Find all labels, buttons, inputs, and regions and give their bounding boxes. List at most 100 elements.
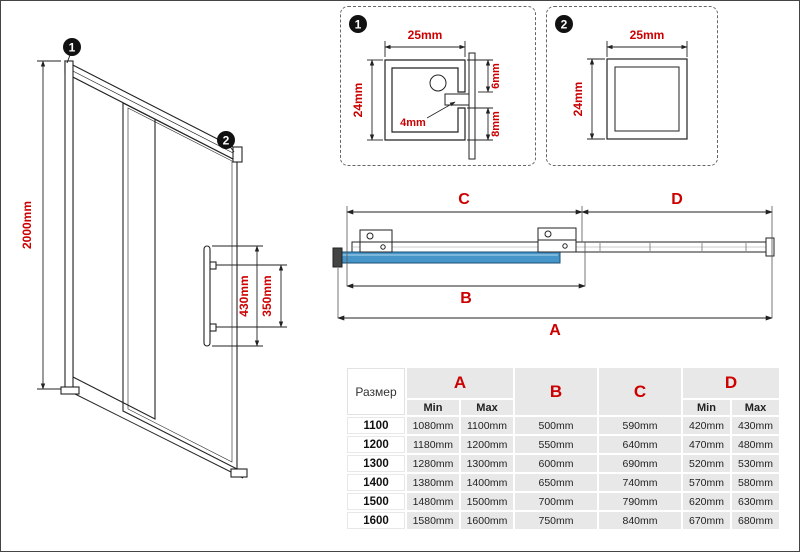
detail1-height-label: 24mm xyxy=(351,83,365,118)
table-header-row: Размер A B C D xyxy=(347,368,779,415)
b-value: 700mm xyxy=(515,493,597,510)
size-value: 1500 xyxy=(347,493,405,510)
d-max-value: 530mm xyxy=(732,455,779,472)
a-min-value: 1180mm xyxy=(407,436,459,453)
d-max-value: 430mm xyxy=(732,417,779,434)
front-view-drawing: 2000mm 430mm 350mm 1 2 xyxy=(20,38,287,479)
size-table-container: Размер A B C D Min Max Min Max 1100 1080… xyxy=(345,366,781,531)
door-structure xyxy=(60,60,248,479)
a-min-value: 1580mm xyxy=(407,512,459,529)
dimension-d-label: D xyxy=(671,191,683,208)
d-min-value: 420mm xyxy=(683,417,730,434)
track-side-view-drawing: C D B A xyxy=(332,191,775,339)
glass-edge xyxy=(468,52,476,160)
header-d-min: Min xyxy=(683,400,730,415)
detail1-top-wall-label: 6mm xyxy=(490,63,502,89)
dimension-2000 xyxy=(37,60,61,390)
roller-bracket-2 xyxy=(537,227,577,253)
extension-lines xyxy=(337,206,773,318)
dimension-lines xyxy=(337,209,773,321)
d-min-value: 670mm xyxy=(683,512,730,529)
table-row: 1500 1480mm 1500mm 700mm 790mm 620mm 630… xyxy=(347,493,779,510)
hanger-hook xyxy=(444,93,473,106)
a-max-value: 1200mm xyxy=(461,436,513,453)
c-value: 590mm xyxy=(599,417,681,434)
d-max-value: 580mm xyxy=(732,474,779,491)
a-max-value: 1300mm xyxy=(461,455,513,472)
size-value: 1300 xyxy=(347,455,405,472)
dimension-b-label: B xyxy=(460,290,472,307)
marker-1-circle xyxy=(63,38,81,56)
size-value: 1200 xyxy=(347,436,405,453)
header-col-d: D xyxy=(683,368,779,398)
size-table: Размер A B C D Min Max Min Max 1100 1080… xyxy=(345,366,781,531)
rail-screw-marks xyxy=(599,243,747,251)
wall-profile-cap xyxy=(332,247,343,268)
c-value: 690mm xyxy=(599,455,681,472)
callout-marker-2-detail: 2 xyxy=(555,15,573,33)
marker-2-circle xyxy=(555,15,573,33)
rail-end-bracket xyxy=(232,146,243,163)
size-value: 1100 xyxy=(347,417,405,434)
a-max-value: 1500mm xyxy=(461,493,513,510)
callout-marker-1-detail: 1 xyxy=(349,15,367,33)
header-a-max: Max xyxy=(461,400,513,415)
b-value: 650mm xyxy=(515,474,597,491)
header-col-c: C xyxy=(599,368,681,415)
detail-2-drawing: 2 25mm 24mm xyxy=(555,15,688,140)
d-min-value: 520mm xyxy=(683,455,730,472)
detail2-height-label: 24mm xyxy=(571,82,585,117)
height-dimension-label: 2000mm xyxy=(20,201,34,249)
header-a-min: Min xyxy=(407,400,459,415)
c-value: 790mm xyxy=(599,493,681,510)
handle-mount-bottom xyxy=(209,323,217,332)
rail-profile-section xyxy=(384,59,466,141)
table-row: 1600 1580mm 1600mm 750mm 840mm 670mm 680… xyxy=(347,512,779,529)
door-bottom-guide xyxy=(230,468,248,478)
wall-profile-foot xyxy=(60,386,80,395)
sliding-glass-panel xyxy=(122,102,238,470)
c-value: 740mm xyxy=(599,474,681,491)
detail-box-1: 1 25mm 24mm 4mm 6mm 8mm xyxy=(340,6,536,166)
d-min-value: 570mm xyxy=(683,474,730,491)
dimension-350 xyxy=(216,264,287,328)
a-min-value: 1280mm xyxy=(407,455,459,472)
detail1-bottom-wall-label: 8mm xyxy=(490,111,502,137)
handle-outer-dimension-label: 430mm xyxy=(237,275,251,316)
detail-1-drawing: 1 25mm 24mm 4mm 6mm 8mm xyxy=(349,15,502,160)
handle-mount-top xyxy=(209,261,217,270)
header-col-b: B xyxy=(515,368,597,415)
size-value: 1400 xyxy=(347,474,405,491)
a-max-value: 1100mm xyxy=(461,417,513,434)
marker-2-circle xyxy=(217,131,235,149)
a-min-value: 1380mm xyxy=(407,474,459,491)
detail-box-2: 2 25mm 24mm xyxy=(546,6,718,166)
sliding-glass-bar xyxy=(337,251,561,264)
table-row: 1200 1180mm 1200mm 550mm 640mm 470mm 480… xyxy=(347,436,779,453)
header-d-max: Max xyxy=(732,400,779,415)
d-max-value: 680mm xyxy=(732,512,779,529)
marker-2-number: 2 xyxy=(561,18,568,32)
b-value: 750mm xyxy=(515,512,597,529)
marker-1-number: 1 xyxy=(355,18,362,32)
fixed-glass-panel xyxy=(72,76,156,420)
b-value: 500mm xyxy=(515,417,597,434)
marker-1-circle xyxy=(349,15,367,33)
dimension-a-label: A xyxy=(549,322,561,339)
wall-profile xyxy=(64,60,74,390)
callout-marker-2: 2 xyxy=(217,131,235,153)
b-value: 550mm xyxy=(515,436,597,453)
size-value: 1600 xyxy=(347,512,405,529)
marker-2-number: 2 xyxy=(223,134,230,148)
detail1-slot-label: 4mm xyxy=(400,117,426,129)
detail1-dimension-lines xyxy=(367,41,493,141)
a-max-value: 1600mm xyxy=(461,512,513,529)
callout-marker-1: 1 xyxy=(63,38,81,64)
door-handle xyxy=(203,245,211,347)
marker-1-number: 1 xyxy=(69,41,76,55)
table-row: 1300 1280mm 1300mm 600mm 690mm 520mm 530… xyxy=(347,455,779,472)
c-value: 840mm xyxy=(599,512,681,529)
dimension-c-label: C xyxy=(458,191,470,208)
roller-wheel xyxy=(429,74,447,92)
handle-inner-dimension-label: 350mm xyxy=(260,275,274,316)
